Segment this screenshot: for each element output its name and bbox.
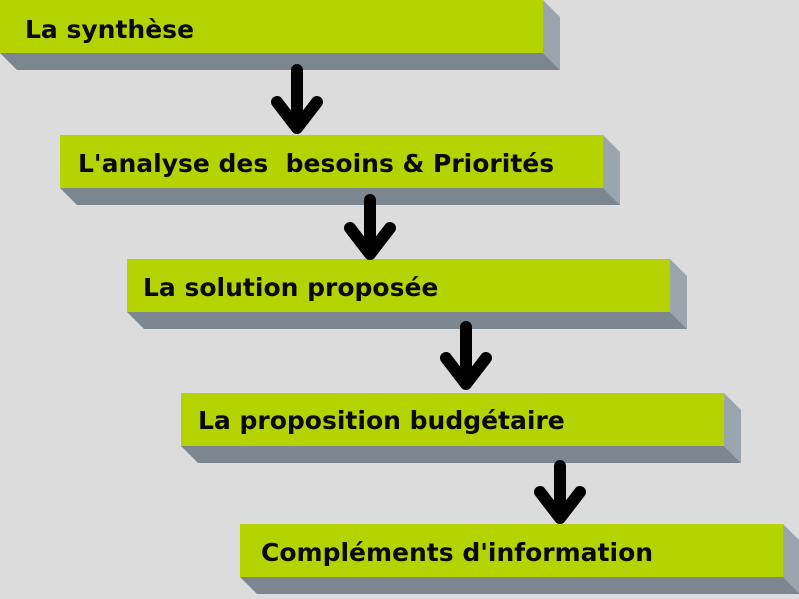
step-4-label: La proposition budgétaire (198, 406, 565, 435)
step-3-box (127, 259, 687, 329)
box-face (0, 0, 543, 53)
box-bottom-shadow (127, 312, 687, 329)
step-2-label: L'analyse des besoins & Priorités (78, 149, 554, 178)
box-bottom-shadow (240, 577, 799, 594)
box-bottom-shadow (0, 53, 560, 70)
box-face (127, 259, 670, 312)
box-side-shadow (543, 0, 560, 70)
box-side-shadow (670, 259, 687, 329)
down-arrow-icon (440, 321, 492, 390)
box-side-shadow (783, 524, 799, 593)
box-bottom-shadow (60, 188, 620, 205)
down-arrow-icon (271, 64, 323, 134)
box-face (181, 393, 724, 446)
step-3-label: La solution proposée (143, 273, 438, 302)
step-1-box (0, 0, 560, 70)
box-face (60, 135, 603, 188)
step-2-box (60, 135, 620, 205)
down-arrow-icon (344, 194, 396, 260)
box-side-shadow (724, 393, 741, 463)
down-arrow-icon (534, 460, 586, 524)
box-bottom-shadow (181, 446, 741, 463)
step-5-label: Compléments d'information (261, 538, 653, 567)
step-4-box (181, 393, 741, 463)
step-5-box (240, 524, 799, 594)
box-face (240, 524, 783, 577)
step-1-label: La synthèse (25, 15, 194, 44)
box-side-shadow (603, 135, 620, 205)
